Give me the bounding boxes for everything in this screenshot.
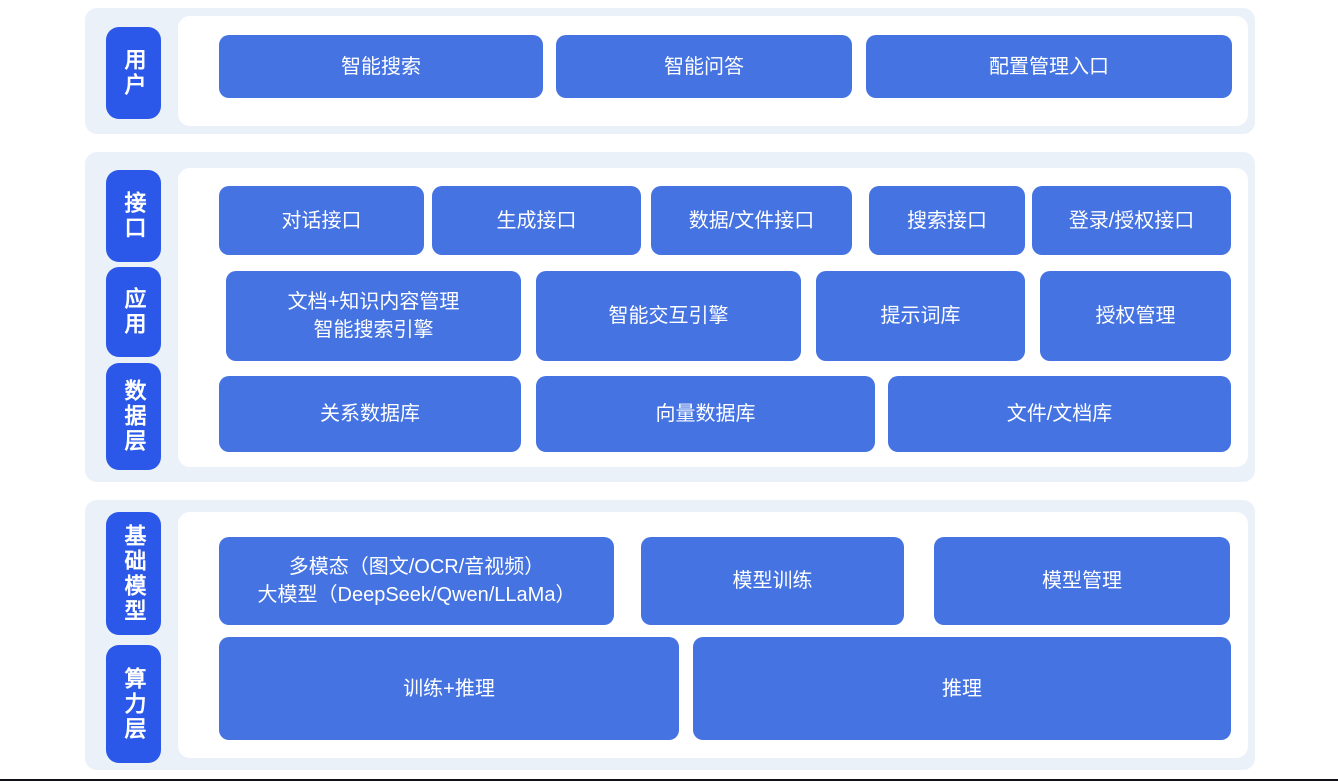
box-label: 配置管理入口 xyxy=(989,55,1109,78)
section-user-layer: 用户 智能搜索 智能问答 配置管理入口 xyxy=(85,8,1255,134)
box-model-management: 模型管理 xyxy=(934,537,1230,625)
box-generation-api: 生成接口 xyxy=(432,186,641,255)
layer-label-user-text: 用户 xyxy=(121,48,147,98)
section-foundation-compute: 基础模型 算力层 多模态（图文/OCR/音视频） 大模型（DeepSeek/Qw… xyxy=(85,500,1255,770)
box-login-auth-api: 登录/授权接口 xyxy=(1032,186,1231,255)
box-vector-db: 向量数据库 xyxy=(536,376,875,452)
box-smart-search: 智能搜索 xyxy=(219,35,543,98)
layer-label-application: 应用 xyxy=(106,267,161,357)
box-model-training: 模型训练 xyxy=(641,537,904,625)
box-label: 数据/文件接口 xyxy=(688,209,815,232)
box-label: 模型管理 xyxy=(1042,570,1122,592)
layer-label-compute: 算力层 xyxy=(106,645,161,763)
box-doc-knowledge-search-engine: 文档+知识内容管理 智能搜索引擎 xyxy=(226,271,521,361)
box-training-inference: 训练+推理 xyxy=(219,637,679,740)
bottom-divider-line xyxy=(0,779,1338,781)
box-file-doc-store: 文件/文档库 xyxy=(888,376,1231,452)
layer-label-data-text: 数据层 xyxy=(121,379,147,454)
box-data-file-api: 数据/文件接口 xyxy=(651,186,852,255)
layer-label-data: 数据层 xyxy=(106,363,161,470)
box-dialog-api: 对话接口 xyxy=(219,186,424,255)
box-relational-db: 关系数据库 xyxy=(219,376,521,452)
box-interaction-engine: 智能交互引擎 xyxy=(536,271,801,361)
box-label-line2: 智能搜索引擎 xyxy=(313,319,434,341)
box-label: 生成接口 xyxy=(496,209,577,232)
box-label: 对话接口 xyxy=(281,209,362,232)
box-label-line1: 多模态（图文/OCR/音视频） xyxy=(288,556,545,578)
box-config-management-entry: 配置管理入口 xyxy=(866,35,1232,98)
layer-label-foundation-model-text: 基础模型 xyxy=(121,523,147,624)
box-label-line1: 文档+知识内容管理 xyxy=(287,291,460,313)
layer-label-interface-text: 接口 xyxy=(121,191,147,241)
box-search-api: 搜索接口 xyxy=(869,186,1025,255)
box-prompt-library: 提示词库 xyxy=(816,271,1025,361)
box-label: 登录/授权接口 xyxy=(1068,209,1195,232)
box-label: 智能搜索 xyxy=(341,55,421,78)
box-inference: 推理 xyxy=(693,637,1231,740)
box-smart-qa: 智能问答 xyxy=(556,35,852,98)
box-label: 关系数据库 xyxy=(320,403,420,425)
layer-label-application-text: 应用 xyxy=(121,287,147,337)
box-label: 向量数据库 xyxy=(655,403,756,425)
box-label: 智能交互引擎 xyxy=(608,305,729,327)
box-label: 推理 xyxy=(942,677,982,700)
box-label: 模型训练 xyxy=(732,570,813,592)
section-interface-app-data: 接口 应用 数据层 对话接口 生成接口 数据/文件接口 搜索接口 登录/授权接口… xyxy=(85,152,1255,482)
box-label-line2: 大模型（DeepSeek/Qwen/LLaMa） xyxy=(257,584,576,606)
layer-label-interface: 接口 xyxy=(106,170,161,262)
box-multimodal-llm: 多模态（图文/OCR/音视频） 大模型（DeepSeek/Qwen/LLaMa） xyxy=(219,537,614,625)
box-auth-management: 授权管理 xyxy=(1040,271,1231,361)
box-label: 文件/文档库 xyxy=(1006,403,1113,425)
layer-label-compute-text: 算力层 xyxy=(121,666,147,742)
layer-label-user: 用户 xyxy=(106,27,161,119)
box-label: 授权管理 xyxy=(1095,305,1176,327)
layer-label-foundation-model: 基础模型 xyxy=(106,512,161,635)
box-label: 训练+推理 xyxy=(403,677,495,700)
box-label: 提示词库 xyxy=(880,305,961,327)
box-label: 搜索接口 xyxy=(907,209,987,232)
box-label: 智能问答 xyxy=(664,55,744,78)
